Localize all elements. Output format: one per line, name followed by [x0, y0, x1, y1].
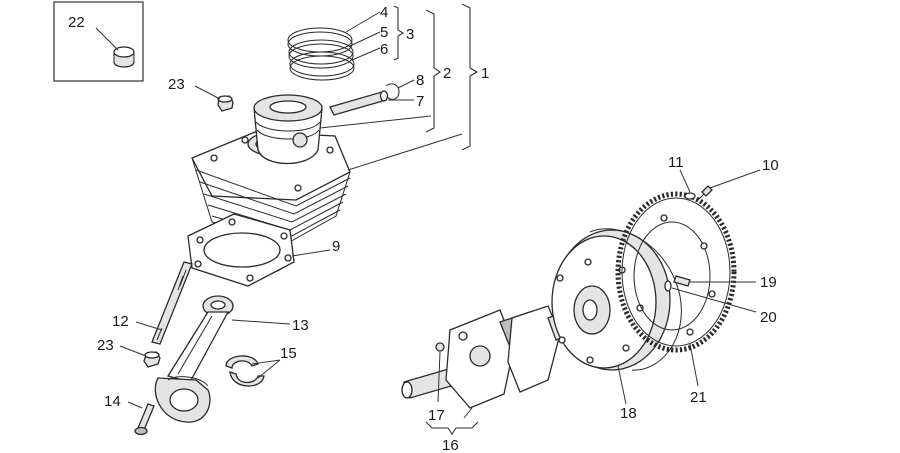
brace-16 [425, 421, 479, 435]
brace-2 [425, 9, 441, 133]
nut-23-top [217, 95, 234, 112]
label-3: 3 [406, 26, 414, 43]
washer-20 [664, 280, 672, 292]
bearing-shells [225, 355, 265, 387]
label-20: 20 [760, 309, 777, 326]
brace-1 [461, 3, 479, 151]
label-15: 15 [280, 345, 297, 362]
screw-19 [673, 275, 691, 287]
label-16: 16 [442, 437, 459, 453]
bolt-14 [134, 403, 155, 436]
callout-labels: 22 23 4 5 6 3 8 7 2 1 9 12 13 23 15 14 1… [68, 4, 779, 453]
label-9: 9 [332, 238, 340, 255]
label-13: 13 [292, 317, 309, 334]
label-2: 2 [443, 65, 451, 82]
label-5: 5 [380, 24, 388, 41]
label-22: 22 [68, 14, 85, 31]
base-gasket [187, 213, 295, 287]
flywheel [551, 228, 682, 371]
label-21: 21 [690, 389, 707, 406]
label-19: 19 [760, 274, 777, 291]
piston-rings [287, 27, 355, 81]
label-1: 1 [481, 65, 489, 82]
label-8: 8 [416, 72, 424, 89]
piston [253, 94, 323, 165]
stud-12 [151, 261, 193, 345]
washer-11 [684, 192, 696, 200]
brace-3 [393, 5, 405, 61]
label-12: 12 [112, 313, 129, 330]
label-18: 18 [620, 405, 637, 422]
label-6: 6 [380, 41, 388, 58]
crankshaft [401, 305, 607, 409]
circlip [385, 83, 400, 100]
screw-10 [695, 185, 713, 203]
label-23-lower: 23 [97, 337, 114, 354]
part-22-cap [113, 46, 135, 68]
label-10: 10 [762, 157, 779, 174]
label-17: 17 [428, 407, 445, 424]
label-7: 7 [416, 93, 424, 110]
connecting-rod [154, 295, 234, 423]
gudgeon-pin [329, 90, 389, 116]
label-4: 4 [380, 4, 388, 21]
label-11: 11 [668, 154, 684, 171]
ring-gear [615, 191, 737, 353]
nut-23-lower [143, 351, 161, 368]
label-14: 14 [104, 393, 121, 410]
label-23-top: 23 [168, 76, 185, 93]
inset-box [53, 1, 144, 82]
leader-lines [95, 11, 761, 419]
